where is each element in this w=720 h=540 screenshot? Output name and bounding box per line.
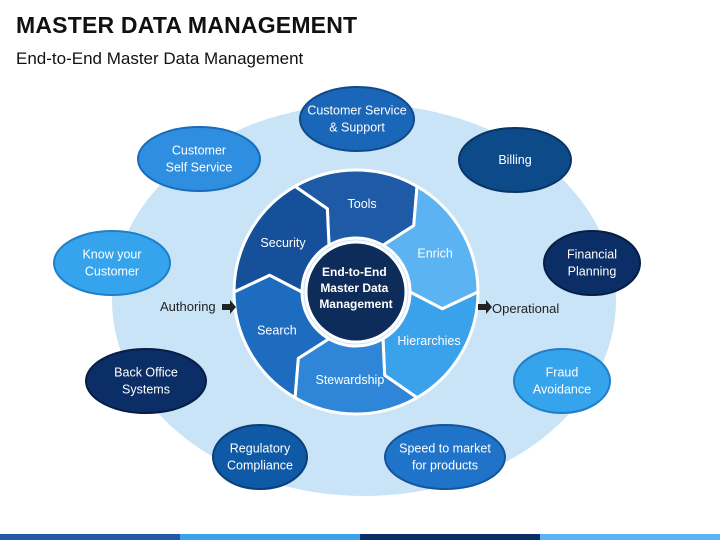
footer-segment bbox=[0, 534, 180, 540]
cycle-label-search: Search bbox=[257, 324, 297, 338]
outer-node-label: Back Office bbox=[114, 366, 178, 380]
operational-arrow-icon bbox=[478, 300, 492, 314]
outer-node-label: Customer bbox=[85, 265, 139, 279]
center-line-2: Master Data bbox=[320, 281, 388, 295]
outer-node-label: Customer Service bbox=[307, 104, 406, 118]
outer-node-label: Financial bbox=[567, 248, 617, 262]
footer-segment bbox=[540, 534, 720, 540]
cycle-segment-enrich bbox=[381, 184, 480, 311]
outer-node-customer-service-support: Customer Service & Support bbox=[299, 86, 415, 152]
page-title: MASTER DATA MANAGEMENT bbox=[16, 12, 358, 38]
outer-node-label: & Support bbox=[329, 121, 385, 135]
outer-node-bubble bbox=[513, 348, 611, 414]
outer-node-label: Speed to market bbox=[399, 442, 491, 456]
footer-bar bbox=[0, 534, 720, 540]
authoring-label: Authoring bbox=[160, 299, 216, 314]
outer-node-label: for products bbox=[412, 459, 478, 473]
cycle-segment-tools bbox=[293, 168, 419, 247]
cycle-label-hierarchies: Hierarchies bbox=[397, 334, 460, 348]
outer-node-label: Know your bbox=[82, 248, 141, 262]
operational-label: Operational bbox=[492, 301, 559, 316]
outer-node-bubble bbox=[53, 230, 171, 296]
outer-node-bubble bbox=[458, 127, 572, 193]
footer-segment bbox=[180, 534, 360, 540]
outer-node-label: Self Service bbox=[166, 161, 233, 175]
center-line-3: Management bbox=[319, 297, 392, 311]
center-line-1: End-to-End bbox=[322, 265, 387, 279]
outer-node-label: Regulatory bbox=[230, 442, 291, 456]
outer-node-bubble bbox=[299, 86, 415, 152]
cycle-label-stewardship: Stewardship bbox=[316, 373, 385, 387]
outer-node-label: Avoidance bbox=[533, 383, 591, 397]
outer-node-label: Systems bbox=[122, 383, 170, 397]
outer-node-billing: Billing bbox=[458, 127, 572, 193]
cycle-segment-stewardship bbox=[293, 337, 419, 416]
cycle-label-security: Security bbox=[260, 236, 306, 250]
center-circle bbox=[304, 240, 408, 344]
authoring-arrow-icon bbox=[222, 300, 236, 314]
outer-node-label: Customer bbox=[172, 144, 226, 158]
outer-node-bubble bbox=[137, 126, 261, 192]
cycle-segment-hierarchies bbox=[381, 290, 480, 400]
cycle-label-enrich: Enrich bbox=[417, 246, 452, 260]
outer-node-label: Planning bbox=[568, 265, 617, 279]
page-subtitle: End-to-End Master Data Management bbox=[16, 49, 304, 68]
outer-node-bubble bbox=[85, 348, 207, 414]
outer-node-label: Compliance bbox=[227, 459, 293, 473]
cycle-segment-security bbox=[232, 184, 331, 294]
outer-node-bubble bbox=[212, 424, 308, 490]
outer-node-label: Fraud bbox=[546, 366, 579, 380]
outer-node-bubble bbox=[543, 230, 641, 296]
footer-segment bbox=[360, 534, 540, 540]
outer-node-label: Billing bbox=[498, 153, 531, 167]
cycle-segment-search bbox=[232, 273, 331, 400]
cycle-label-tools: Tools bbox=[348, 197, 377, 211]
outer-node-bubble bbox=[384, 424, 506, 490]
outer-node-speed-to-market-for-products: Speed to market for products bbox=[384, 424, 506, 490]
center-label: End-to-End Master Data Management bbox=[319, 265, 392, 311]
